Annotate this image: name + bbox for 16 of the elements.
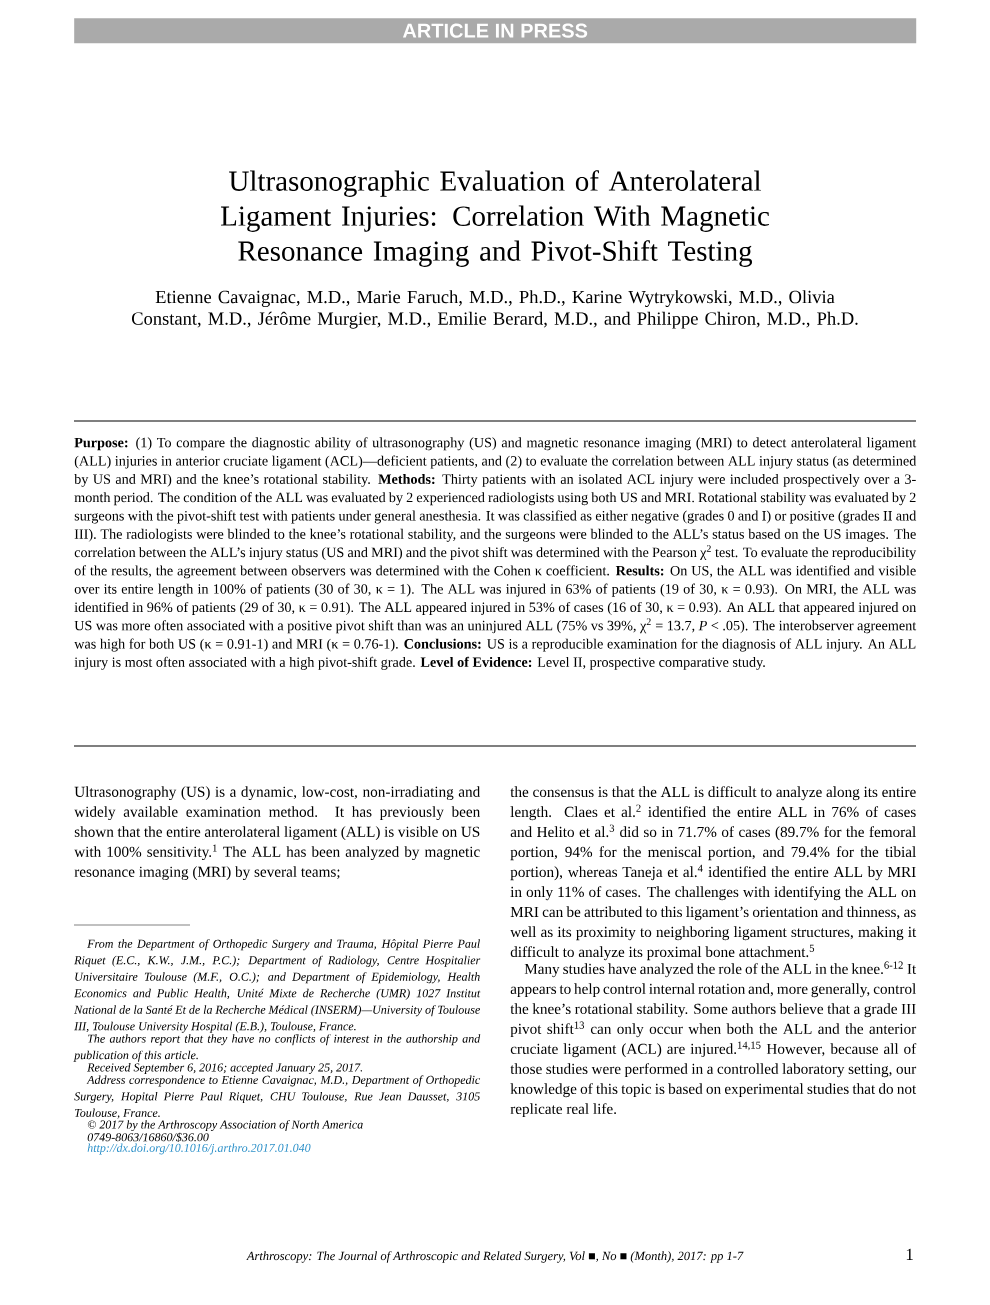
footnote: From the Department of Orthopedic Surgery and Trauma, Hôpital Pierre Paul Riquet (E.C., K.W., J.M., P.C.); Department of Radiology, Centre Hospitalier Universitaire Toulouse (M.F., O.C.); and Department of Epidemiology, Health Economics and Public Health, Unité Mixte de Recherche (UMR) 1027 Institut National de la Santé Et de la Recherche Médical (INSERM)—University of Toulouse III, Toulouse University Hospital (E.B.), Toulouse, France. [74, 939, 481, 1033]
author-list: Etienne Cavaignac, M.D., Marie Faruch, M.D., Ph.D., Karine Wytrykowski, M.D., Olivia Constant, M.D., Jérôme Murgier, M.D., Emilie Berard, M.D., and Philippe Chiron, M.D., Ph.D. [132, 290, 858, 329]
running-footer: Arthroscopy: The Journal of Arthroscopic and Related Surgery, Vol ■, No ■ (Month), 2017: pp 1-7 [246, 1251, 744, 1263]
doi-link: http://dx.doi.org/10.1016/j.arthro.2017.01.040 [87, 1143, 311, 1155]
footnote: Address correspondence to Etienne Cavaignac, M.D., Department of Orthopedic Surgery, Hopital Pierre Paul Riquet, CHU Toulouse, Rue Jean Dausset, 3105 Toulouse, France. [74, 1075, 481, 1119]
article-title: Ultrasonographic Evaluation of Anterolateral Ligament Injuries: Correlation With Magnetic Resonance Imaging and Pivot-Shift Testing [221, 170, 769, 267]
header-banner: ARTICLE IN PRESS [74, 18, 917, 44]
abstract-paragraph: Purpose: (1) To compare the diagnostic ability of ultrasonography (US) and magnetic resonance imaging (MRI) to detect anterolateral ligament (ALL) injuries in anterior cruciate ligament (ACL)—deficient patients, and (2) to evaluate the correlation between ALL injury status (as determined by US and MRI) and the knee’s rotational stability. Methods: Thirty patients with an isolated ACL injury were included prospectively over a 3-month period. The condition of the ALL was evaluated by 2 experienced radiologists using both US and MRI. Rotational stability was evaluated by 2 surgeons with the pivot-shift test with patients under general anesthesia. It was classified as either negative (grades 0 and I) or positive (grades II and III). The radiologists were blinded to the knee’s rotational stability, and the surgeons were blinded to the ALL’s status based on the US images. The correlation between the ALL’s injury status (US and MRI) and the pivot shift was determined with the Pearson χ$^{2}$ test. To evaluate the reproducibility of the results, the agreement between observers was determined with the Cohen κ coefficient. Results: On US, the ALL was identified and visible over its entire length in 100% of patients (30 of 30, κ = 1). The ALL was injured in 63% of patients (19 of 30, κ = 0.93). On MRI, the ALL was identified in 96% of patients (29 of 30, κ = 0.91). The ALL appeared injured in 53% of cases (16 of 30, κ = 0.93). An ALL that appeared injured on US was more often associated with a positive pivot shift than was an uninjured ALL (75% vs 39%, χ$^{2}$ = 13.7, P < .05). The interobserver agreement was high for both US (κ = 0.91-1) and MRI (κ = 0.76-1). Conclusions: US is a reproducible examination for the diagnosis of ALL injury. An ALL injury is most often associated with a high pivot-shift grade. Level of Evidence: Level II, prospective comparative study. [74, 437, 917, 670]
footnote: 0749-8063/16860/$36.00 [87, 1132, 209, 1143]
footnote: The authors report that they have no conflicts of interest in the authorship and publication of this article. [73, 1034, 481, 1062]
body-paragraph: Ultrasonography (US) is a dynamic, low-cost, non-irradiating and widely available examination method. It has previously been shown that the entire anterolateral ligament (ALL) is visible on US with 100% sensitivity.$^{1}$ The ALL has been analyzed by magnetic resonance imaging (MRI) by several teams; [74, 786, 481, 881]
page-number: 1 [906, 1248, 913, 1260]
footnote: Received September 6, 2016; accepted January 25, 2017. [87, 1063, 363, 1074]
footnote: © 2017 by the Arthroscopy Association of North America [87, 1120, 363, 1132]
body-paragraph: Many studies have analyzed the role of the ALL in the knee.$^{6-12}$ It appears to help control internal rotation and, more generally, control the knee’s rotational stability. Some authors believe that a grade III pivot shift$^{13}$ can only occur when both the ALL and the anterior cruciate ligament (ACL) are injured.$^{14,15}$ However, because all of those studies were performed in a controlled laboratory setting, our knowledge of this topic is based on experimental studies that do not replicate real life. [510, 961, 917, 1118]
body-paragraph: the consensus is that the ALL is difficult to analyze along its entire length. Claes et al.$^{2}$ identified the entire ALL in 76% of cases and Helito et al.$^{3}$ did so in 71.7% of cases (89.7% for the femoral portion, 94% for the meniscal portion, and 79.4% for the tibial portion), whereas Taneja et al.$^{4}$ identified the entire ALL by MRI in only 11% of cases. The challenges with identifying the ALL on MRI can be attributed to this ligament’s orientation and thinness, as well as its proximity to neighboring ligament structures, making it difficult to analyze its proximal bone attachment.$^{5}$ [510, 786, 917, 961]
